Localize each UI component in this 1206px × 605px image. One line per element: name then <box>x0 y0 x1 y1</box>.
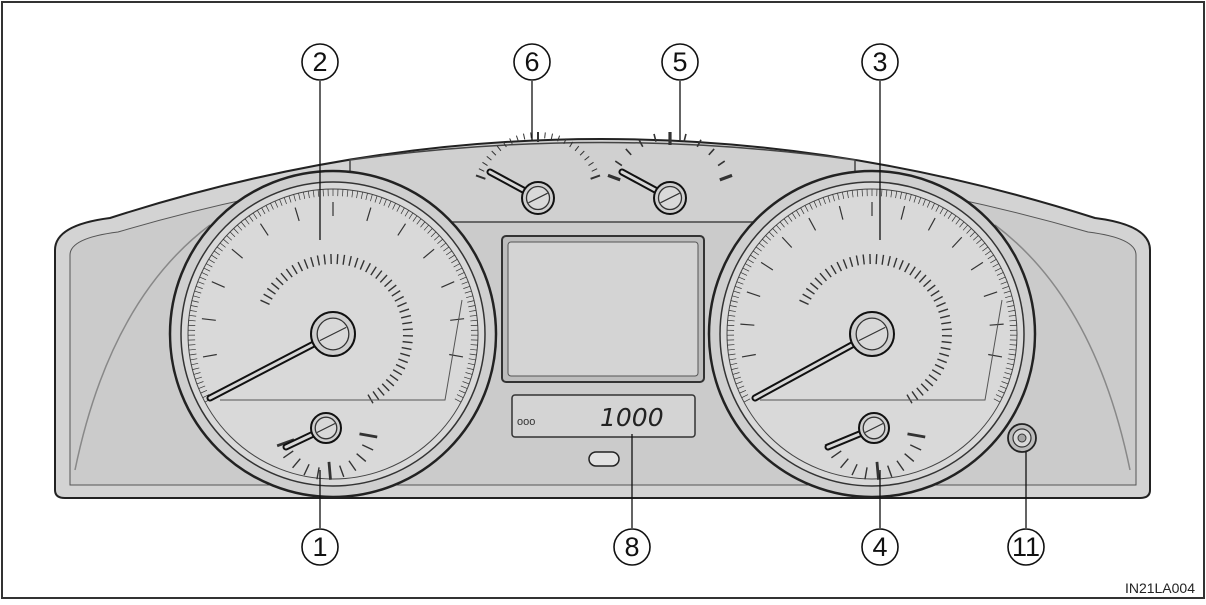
sub-gauge-right-hub <box>859 413 889 443</box>
odometer-display: ooo 1000 <box>512 395 695 437</box>
trip-reset-knob <box>589 452 619 466</box>
callout-number: 4 <box>872 532 887 562</box>
mini-gauge-right-hub <box>654 182 686 214</box>
inner-scale-tick <box>876 254 877 264</box>
multi-information-display <box>502 236 704 382</box>
inner-scale-tick <box>403 329 413 330</box>
callout-number: 3 <box>872 47 887 77</box>
callout-marker: 1 <box>302 529 338 565</box>
callout-marker: 11 <box>1008 529 1044 565</box>
callout-marker: 3 <box>862 44 898 80</box>
sub-scale-tick <box>329 462 331 480</box>
callout-number: 1 <box>312 532 327 562</box>
figure-id: IN21LA004 <box>1125 580 1195 596</box>
callout-marker: 6 <box>514 44 550 80</box>
callout-marker: 8 <box>614 529 650 565</box>
odometer-reading: 1000 <box>600 403 664 432</box>
callout-marker: 5 <box>662 44 698 80</box>
callout-number: 11 <box>1012 532 1040 562</box>
odometer-indicator: ooo <box>517 416 535 428</box>
mini-scale-tick <box>531 132 532 138</box>
tachometer-hub <box>850 312 894 356</box>
inner-scale-tick <box>337 254 338 264</box>
sub-scale-tick <box>877 462 879 480</box>
brightness-control-knob <box>1008 424 1036 452</box>
sub-gauge-left-hub <box>311 413 341 443</box>
callout-number: 6 <box>524 47 539 77</box>
mini-scale-tick <box>545 132 546 138</box>
speedometer-hub <box>311 312 355 356</box>
callout-marker: 4 <box>862 529 898 565</box>
callout-number: 5 <box>672 47 687 77</box>
callout-number: 2 <box>312 47 327 77</box>
callout-marker: 2 <box>302 44 338 80</box>
mini-gauge-left-hub <box>522 182 554 214</box>
callout-number: 8 <box>624 532 639 562</box>
inner-scale-tick <box>942 329 952 330</box>
